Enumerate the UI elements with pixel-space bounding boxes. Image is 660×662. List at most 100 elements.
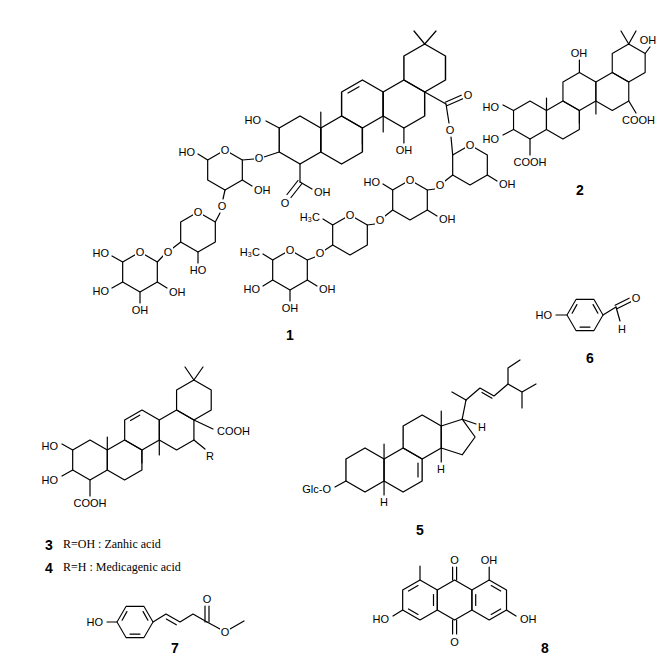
bond-line — [362, 128, 363, 144]
ring-outline — [384, 448, 422, 492]
bond-line — [383, 444, 384, 459]
ring-outline — [546, 101, 579, 139]
bond-line — [489, 567, 490, 580]
bond-line — [335, 481, 346, 487]
ring-outline — [567, 299, 603, 330]
atom-label: O — [405, 174, 416, 187]
atom-label: H — [477, 421, 487, 434]
bond-line — [122, 612, 127, 621]
bond-line — [263, 254, 273, 260]
bond-line — [409, 586, 419, 591]
ring-outline — [383, 80, 425, 128]
atom-label: OH — [498, 178, 517, 191]
bond-line — [223, 190, 225, 199]
atom-label: R — [205, 450, 215, 463]
atom-label: O — [375, 214, 386, 227]
atom-label: H₃C — [239, 246, 261, 259]
ring-outline — [403, 415, 441, 459]
atom-label: OH — [519, 613, 538, 626]
ring-outline — [177, 380, 212, 420]
atom-label: COOH — [513, 156, 548, 169]
atom-label: COOH — [621, 114, 656, 127]
atom-label: O — [254, 152, 265, 165]
compound-number: 2 — [575, 182, 585, 198]
bond-line — [112, 282, 123, 288]
bond-line — [425, 31, 436, 44]
bond-line — [112, 256, 123, 262]
bond-line — [452, 567, 453, 580]
atom-label: OH — [168, 286, 187, 299]
bond-line — [456, 567, 457, 580]
bond-line — [466, 384, 536, 400]
bond-line — [141, 450, 142, 463]
bond-line — [403, 128, 404, 143]
ring-outline — [403, 580, 438, 620]
atom-label: HO — [92, 285, 111, 298]
bond-line — [230, 621, 244, 629]
ring-outline — [342, 80, 384, 128]
bond-line — [208, 606, 209, 622]
atom-label: O — [135, 246, 146, 259]
bond-line — [508, 360, 520, 384]
bond-line — [198, 154, 208, 160]
ring-outline — [437, 580, 472, 620]
bond-line — [445, 95, 461, 102]
compound-number: 4 — [44, 560, 54, 576]
bond-line — [572, 305, 577, 314]
bond-line — [130, 634, 140, 635]
atom-label: O — [435, 179, 446, 192]
atom-label: OH — [318, 283, 337, 296]
compound-number: 7 — [170, 640, 180, 656]
bond-line — [89, 480, 90, 496]
bond-line — [419, 566, 420, 580]
atom-label: HO — [178, 146, 197, 159]
bond-line — [475, 595, 476, 606]
bond-line — [593, 305, 598, 314]
atom-label: O — [220, 144, 231, 157]
atom-label: OH — [480, 554, 499, 567]
atom-label: O — [280, 197, 291, 210]
atom-label: HO — [41, 440, 60, 453]
ring-outline — [159, 410, 194, 450]
bond-line — [157, 282, 167, 288]
bond-line — [503, 105, 514, 111]
atom-label: OH — [395, 144, 414, 157]
bond-line — [425, 92, 446, 104]
bond-line — [264, 152, 279, 157]
compound-8-structure — [393, 566, 516, 634]
atom-label: HO — [41, 474, 60, 487]
compound-caption: R=H : Medicagenic acid — [62, 561, 182, 575]
bond-line — [595, 101, 596, 114]
bond-line — [621, 31, 629, 44]
atom-label: O — [445, 124, 456, 137]
bond-line — [645, 47, 650, 54]
bond-line — [204, 606, 205, 622]
bond-line — [503, 130, 514, 136]
bond-line — [462, 400, 466, 419]
bond-line — [409, 609, 419, 614]
compound-number: 3 — [44, 537, 54, 553]
ring-outline — [612, 44, 645, 82]
bond-line — [546, 98, 547, 111]
atom-label: HO — [92, 247, 111, 260]
bond-line — [441, 411, 442, 426]
bond-line — [579, 111, 580, 124]
atom-label: OH — [253, 184, 272, 197]
bond-line — [487, 175, 497, 181]
bond-line — [143, 612, 148, 621]
bond-line — [194, 440, 205, 449]
bond-line — [556, 314, 567, 315]
bond-line — [491, 609, 501, 614]
atom-label: O — [217, 200, 228, 213]
bond-line — [62, 444, 73, 450]
compound-2-structure — [503, 31, 650, 155]
compound-3-4-structure — [62, 367, 213, 496]
bond-line — [482, 393, 492, 399]
compound-1-structure — [112, 31, 497, 303]
bond-line — [445, 175, 453, 181]
bond-line — [266, 121, 279, 128]
bond-line — [215, 213, 220, 222]
bond-line — [107, 437, 108, 450]
